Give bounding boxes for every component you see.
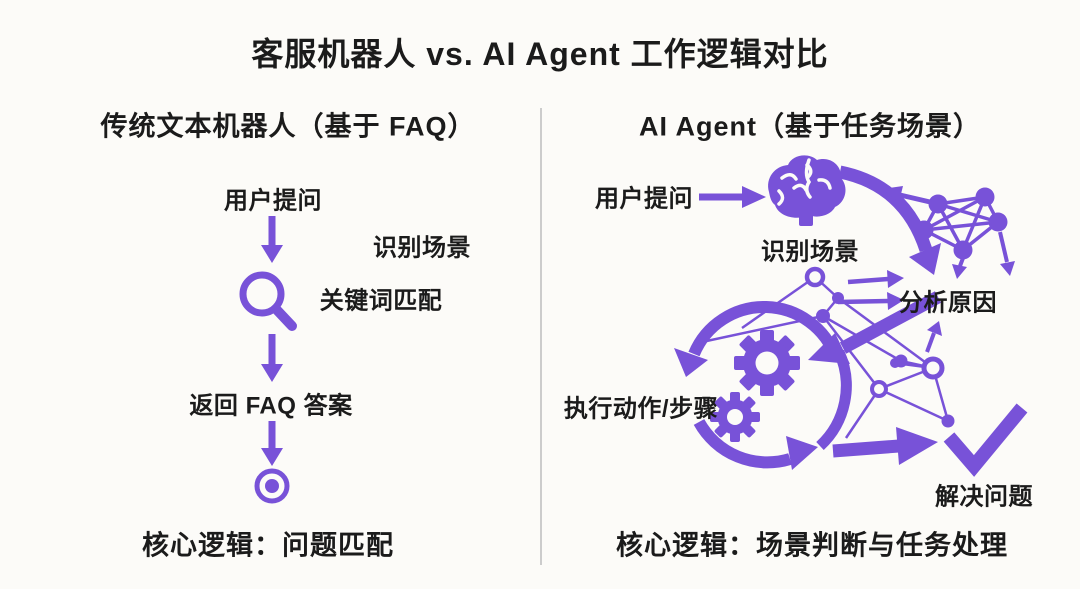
down-arrow-icon [261, 334, 283, 382]
down-arrow-icon [261, 216, 283, 263]
diagonal-arrow-icon [808, 291, 942, 364]
right-label-solve-problem: 解决问题 [935, 483, 1033, 511]
left-panel-header: 传统文本机器人（基于 FAQ） [100, 111, 476, 142]
right-arrow-icon [699, 186, 766, 208]
network-cluster-icon [914, 187, 1015, 279]
left-label-identify-scene: 识别场景 [373, 234, 471, 262]
page-title: 客服机器人 vs. AI Agent 工作逻辑对比 [251, 36, 829, 72]
panel-divider [540, 108, 542, 565]
right-label-identify-scene: 识别场景 [761, 238, 859, 266]
right-panel-header: AI Agent（基于任务场景） [639, 111, 981, 142]
target-icon [254, 468, 290, 504]
forward-arrow-icon [832, 427, 938, 465]
brain-icon [768, 155, 846, 226]
search-icon [239, 271, 297, 331]
left-label-keyword-match: 关键词匹配 [319, 287, 443, 315]
cycle-arrows-icon [674, 301, 852, 470]
down-arrow-icon [261, 421, 283, 466]
left-step-user-question: 用户提问 [224, 187, 322, 215]
right-label-execute-actions: 执行动作/步骤 [563, 395, 719, 423]
right-label-analyze-cause: 分析原因 [899, 289, 997, 317]
gears-icon [710, 330, 800, 442]
checkmark-icon [943, 403, 1028, 477]
right-panel-footer: 核心逻辑：场景判断与任务处理 [616, 530, 1008, 561]
left-panel-footer: 核心逻辑：问题匹配 [142, 530, 394, 561]
right-step-user-question: 用户提问 [595, 185, 693, 213]
left-step-return-faq: 返回 FAQ 答案 [189, 392, 353, 420]
